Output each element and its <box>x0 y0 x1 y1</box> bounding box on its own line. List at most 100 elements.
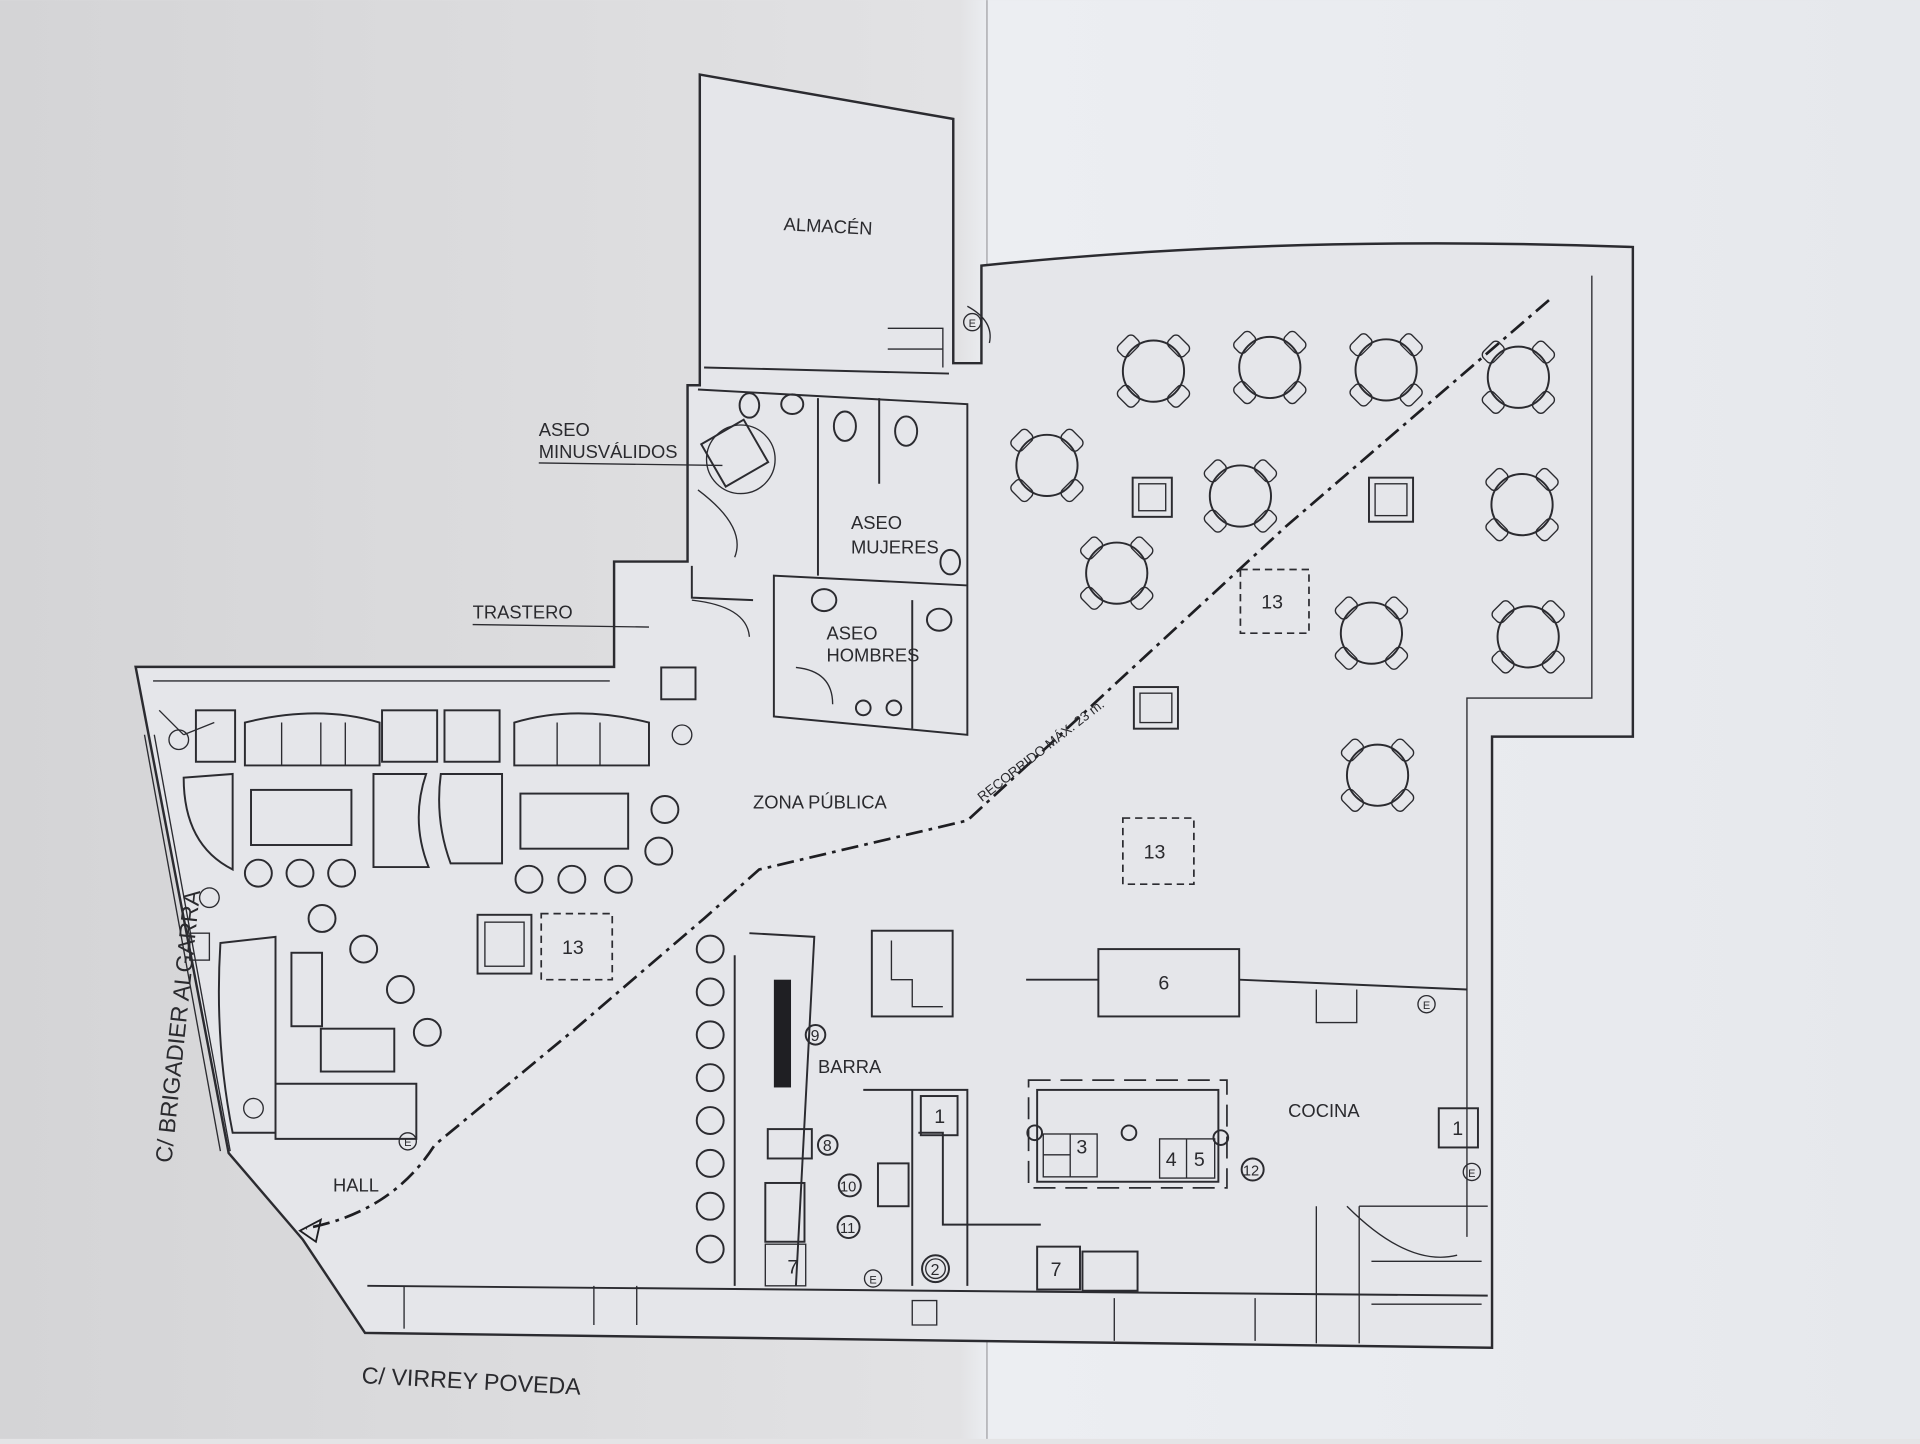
round-table-with-chairs <box>1349 333 1423 407</box>
svg-text:E: E <box>404 1137 411 1149</box>
svg-text:ASEO: ASEO <box>827 622 878 643</box>
chair <box>1233 380 1257 405</box>
chair <box>1481 340 1505 364</box>
svg-text:7: 7 <box>1051 1259 1062 1281</box>
stool <box>695 1148 725 1178</box>
stool <box>650 795 680 824</box>
chair <box>1203 459 1227 483</box>
round-table-with-chairs <box>1340 738 1415 812</box>
chair <box>1334 596 1358 620</box>
interior-walls <box>593 305 1482 1344</box>
equipment-callouts: 9 8 10 11 2 12 <box>804 1024 1265 1284</box>
svg-text:E: E <box>969 318 976 330</box>
stool <box>603 864 633 894</box>
svg-text:13: 13 <box>1144 841 1166 863</box>
round-table-with-chairs <box>1203 459 1278 533</box>
stool <box>695 977 725 1007</box>
chair <box>1334 646 1358 670</box>
stool <box>695 934 725 964</box>
svg-text:MINUSVÁLIDOS: MINUSVÁLIDOS <box>539 441 678 462</box>
chair <box>1340 738 1365 762</box>
chair <box>1531 340 1556 364</box>
stool <box>695 1191 725 1221</box>
svg-text:MUJERES: MUJERES <box>851 537 939 558</box>
svg-text:13: 13 <box>562 937 584 959</box>
chair <box>1491 600 1515 624</box>
chair <box>1079 536 1104 560</box>
chair <box>1391 788 1415 812</box>
chair <box>1391 738 1415 762</box>
chair <box>1130 586 1154 610</box>
chair <box>1541 650 1565 674</box>
svg-text:ASEO: ASEO <box>539 419 590 440</box>
chair <box>1010 478 1034 503</box>
svg-text:BARRA: BARRA <box>818 1056 882 1077</box>
svg-text:1: 1 <box>1452 1118 1463 1140</box>
chair <box>1203 509 1227 533</box>
svg-text:ZONA PÚBLICA: ZONA PÚBLICA <box>753 791 887 812</box>
stool <box>695 1234 725 1264</box>
svg-text:6: 6 <box>1158 972 1169 994</box>
svg-text:1: 1 <box>934 1106 945 1128</box>
chair <box>1166 384 1191 408</box>
stool <box>644 836 674 866</box>
svg-text:5: 5 <box>1194 1149 1205 1171</box>
round-table-with-chairs <box>1233 330 1307 405</box>
chair <box>1541 600 1565 624</box>
chair <box>1060 478 1084 503</box>
svg-text:12: 12 <box>1243 1164 1259 1180</box>
chair <box>1531 390 1556 414</box>
round-table-with-chairs <box>1334 596 1409 670</box>
chair <box>1253 509 1278 533</box>
round-table-with-chairs <box>1491 600 1565 674</box>
svg-text:9: 9 <box>811 1028 820 1045</box>
chair <box>1010 428 1034 452</box>
chair <box>1166 334 1191 358</box>
svg-text:8: 8 <box>823 1138 832 1155</box>
chair <box>1116 334 1140 358</box>
svg-text:E: E <box>1468 1168 1475 1180</box>
room-labels: ALMACÉN ASEO MINUSVÁLIDOS TRASTERO ASEO … <box>333 213 1360 1195</box>
chair <box>1535 467 1559 492</box>
svg-text:ASEO: ASEO <box>851 512 902 533</box>
extinguisher-icons: E E E E E <box>398 312 1482 1288</box>
svg-text:3: 3 <box>1076 1137 1087 1159</box>
svg-text:TRASTERO: TRASTERO <box>473 601 573 622</box>
round-table-with-chairs <box>1485 467 1559 542</box>
stool <box>514 864 544 894</box>
chair <box>1384 646 1409 670</box>
chair <box>1399 383 1423 407</box>
svg-text:HOMBRES: HOMBRES <box>827 644 920 665</box>
stool <box>412 1017 442 1047</box>
square-tables <box>476 476 1415 975</box>
stool <box>695 1020 725 1050</box>
zone-13-markers: 13 13 13 <box>540 568 1310 981</box>
svg-text:4: 4 <box>1166 1149 1177 1171</box>
stool <box>349 934 379 964</box>
chair <box>1253 459 1278 483</box>
chair <box>1491 650 1515 674</box>
chair <box>1340 788 1365 812</box>
label-almacen: ALMACÉN <box>783 213 873 239</box>
svg-text:11: 11 <box>840 1221 855 1237</box>
evacuation-route-line <box>305 299 1550 1230</box>
chair <box>1399 333 1423 357</box>
chair <box>1535 518 1559 542</box>
svg-text:13: 13 <box>1261 592 1283 614</box>
stool <box>695 1063 725 1093</box>
stool <box>307 904 337 933</box>
round-table-with-chairs <box>1481 340 1556 414</box>
chair <box>1130 536 1154 560</box>
chair <box>1349 333 1373 357</box>
svg-text:E: E <box>1423 1000 1430 1012</box>
svg-text:HALL: HALL <box>333 1175 379 1196</box>
stool <box>557 864 587 894</box>
chair <box>1349 383 1373 407</box>
chair <box>1079 586 1104 610</box>
round-table-with-chairs <box>1010 428 1084 503</box>
stools <box>243 795 725 1264</box>
stool <box>695 1106 725 1135</box>
stool <box>327 858 357 888</box>
chair <box>1283 330 1307 354</box>
